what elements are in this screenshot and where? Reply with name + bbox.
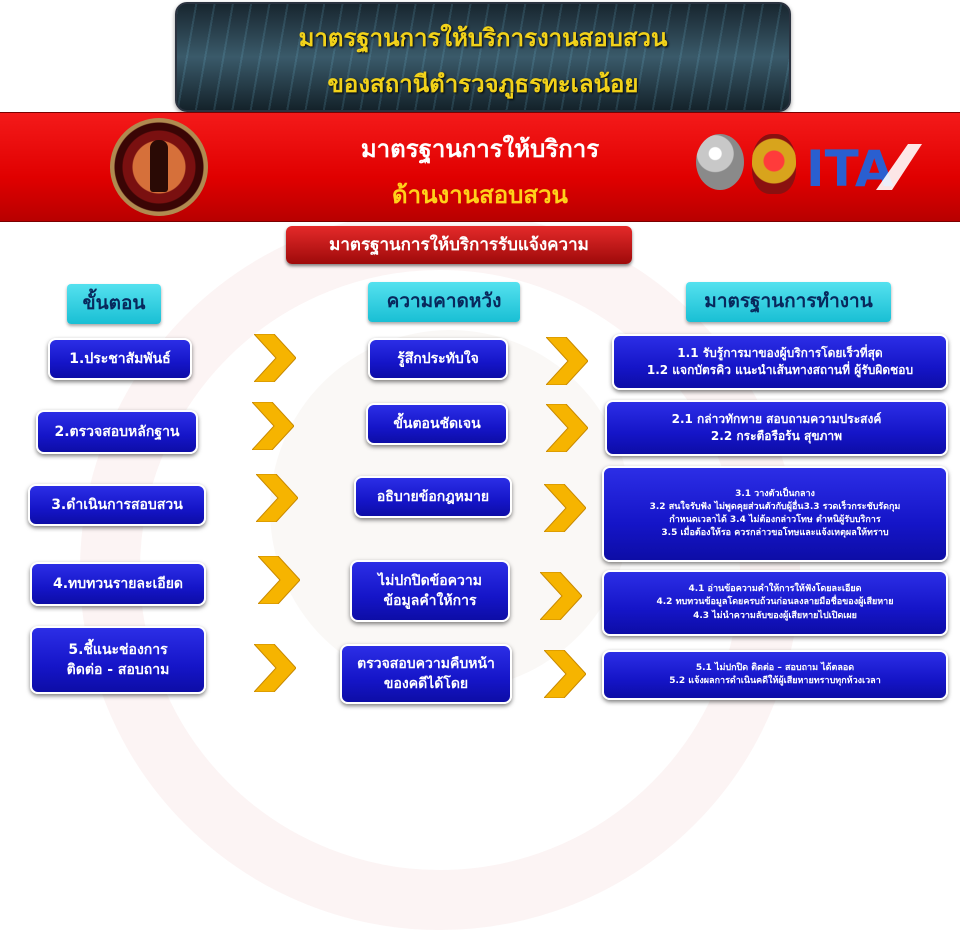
expectation-text: อธิบายข้อกฎหมาย (376, 488, 490, 505)
standard-text: 3.2 สนใจรับฟัง ไม่พูดคุยส่วนตัวกับผู้อื่… (649, 501, 901, 512)
expectation-text: ไม่ปกปิดข้อความ (378, 572, 482, 589)
column-header-standards: มาตรฐานการทำงาน (686, 282, 891, 322)
expectation-text: ขั้นตอนชัดเจน (393, 415, 481, 432)
standard-box-2: 2.1 กล่าวทักทาย สอบถามความประสงค์ 2.2 กร… (605, 400, 948, 456)
police-badge-figure (150, 140, 168, 192)
chevron-right-icon (254, 334, 296, 382)
standard-text: 4.2 ทบทวนข้อมูลโดยครบถ้วนก่อนลงลายมือชื่… (656, 597, 894, 608)
chevron-right-icon (252, 402, 294, 450)
step-text: 5.ชี้แนะช่องการ (68, 641, 168, 658)
step-text: 3.ดำเนินการสอบสวน (51, 496, 183, 513)
expectation-text: ตรวจสอบความคืบหน้า (357, 655, 495, 672)
band-subtitle: ด้านงานสอบสวน (392, 181, 568, 209)
standard-text: 3.5 เมื่อต้องให้รอ ควรกล่าวขอโทษและแจ้งเ… (661, 528, 889, 539)
chevron-right-icon (546, 404, 588, 452)
expectation-box-1: รู้สึกประทับใจ (368, 338, 508, 380)
expectation-box-5: ตรวจสอบความคืบหน้า ของคดีได้โดย (340, 644, 512, 704)
column-header-expectations: ความคาดหวัง (368, 282, 520, 322)
chevron-right-icon (256, 474, 298, 522)
section-title: มาตรฐานการให้บริการรับแจ้งความ (286, 226, 632, 264)
step-text: 1.ประชาสัมพันธ์ (69, 350, 171, 367)
expectation-text: รู้สึกประทับใจ (397, 350, 479, 367)
chevron-right-icon (540, 572, 582, 620)
banner-title-line1: มาตรฐานการให้บริการงานสอบสวน (298, 24, 668, 52)
standard-box-4: 4.1 อ่านข้อความคำให้การให้ฟังโดยละเอียด … (602, 570, 948, 636)
chevron-right-icon (254, 644, 296, 692)
step-text: 4.ทบทวนรายละเอียด (52, 575, 183, 592)
expectation-box-3: อธิบายข้อกฎหมาย (354, 476, 512, 518)
expectation-text: ข้อมูลคำให้การ (383, 593, 477, 609)
expectation-box-4: ไม่ปกปิดข้อความ ข้อมูลคำให้การ (350, 560, 510, 622)
step-box-1: 1.ประชาสัมพันธ์ (48, 338, 192, 380)
step-box-5: 5.ชี้แนะช่องการ ติดต่อ - สอบถาม (30, 626, 206, 694)
ita-logo: ITA (806, 140, 922, 192)
police-emblem-icon (696, 134, 744, 190)
standard-text: 5.2 แจ้งผลการดำเนินคดีให้ผู้เสียหายทราบท… (669, 676, 881, 686)
standard-text: 1.2 แจกบัตรคิว แนะนำเส้นทางสถานที่ ผู้รั… (646, 363, 914, 377)
standard-text: กำหนดเวลาได้ 3.4 ไม่ต้องกล่าวโทษ ตำหนิผู… (669, 515, 881, 525)
standard-box-5: 5.1 ไม่ปกปิด ติดต่อ – สอบถาม ได้ตลอด 5.2… (602, 650, 948, 700)
standard-text: 5.1 ไม่ปกปิด ติดต่อ – สอบถาม ได้ตลอด (695, 662, 855, 673)
ita-logo-text: ITA (806, 140, 894, 192)
standard-text: 4.3 ไม่นำความลับของผู้เสียหายไปเปิดเผย (693, 610, 857, 621)
step-text: ติดต่อ - สอบถาม (66, 662, 170, 678)
expectation-text: ของคดีได้โดย (383, 676, 469, 692)
chevron-right-icon (546, 337, 588, 385)
standard-box-1: 1.1 รับรู้การมาของผู้บริการโดยเร็วที่สุด… (612, 334, 948, 390)
chevron-right-icon (258, 556, 300, 604)
expectation-box-2: ขั้นตอนชัดเจน (366, 403, 508, 445)
step-box-3: 3.ดำเนินการสอบสวน (28, 484, 206, 526)
royal-emblem-icon (752, 134, 796, 194)
step-text: 2.ตรวจสอบหลักฐาน (54, 423, 180, 440)
standard-text: 2.2 กระตือรือร้น สุขภาพ (710, 429, 843, 443)
standard-text: 1.1 รับรู้การมาของผู้บริการโดยเร็วที่สุด (677, 345, 883, 360)
step-box-4: 4.ทบทวนรายละเอียด (30, 562, 206, 606)
banner-title-line2: ของสถานีตำรวจภูธรทะเลน้อย (327, 70, 639, 98)
standard-text: 4.1 อ่านข้อความคำให้การให้ฟังโดยละเอียด (688, 584, 862, 595)
standard-text: 2.1 กล่าวทักทาย สอบถามความประสงค์ (671, 411, 882, 426)
standard-text: 3.1 วางตัวเป็นกลาง (735, 488, 815, 499)
standard-box-3: 3.1 วางตัวเป็นกลาง 3.2 สนใจรับฟัง ไม่พูด… (602, 466, 948, 562)
chevron-right-icon (544, 484, 586, 532)
step-box-2: 2.ตรวจสอบหลักฐาน (36, 410, 198, 454)
band-title: มาตรฐานการให้บริการ (360, 135, 600, 163)
column-header-steps: ขั้นตอน (67, 284, 161, 324)
top-banner: มาตรฐานการให้บริการงานสอบสวน ของสถานีตำร… (175, 2, 791, 112)
chevron-right-icon (544, 650, 586, 698)
